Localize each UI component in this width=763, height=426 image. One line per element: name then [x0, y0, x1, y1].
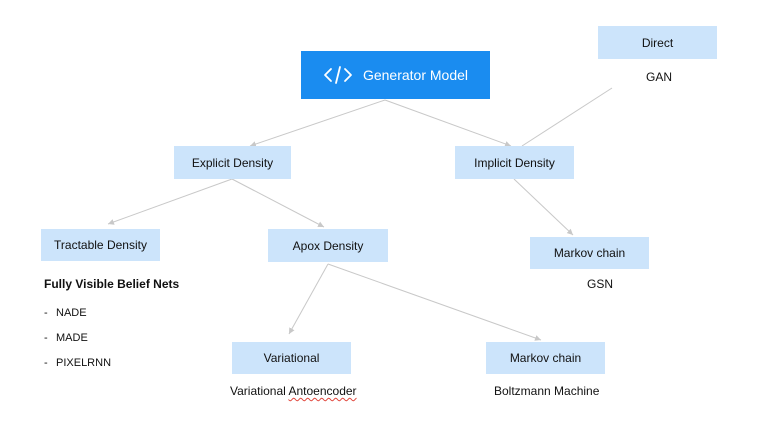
edge-explicit-to-tractable	[107, 178, 233, 225]
edge-root-to-explicit	[249, 99, 386, 147]
edge-explicit-to-apox	[231, 178, 325, 228]
variational-autoencoder-label: Variational Antoencoder	[230, 384, 357, 398]
generator-model-node: Generator Model	[301, 51, 490, 99]
boltzmann-machine-label: Boltzmann Machine	[494, 384, 600, 398]
list-item-text: PIXELRNN	[56, 357, 112, 369]
apox-density-node: Apox Density	[268, 229, 388, 262]
code-icon	[323, 65, 353, 85]
edge-apox-to-markov	[327, 263, 542, 341]
edge-root-to-implicit	[384, 99, 512, 147]
markov-chain-node-top: Markov chain	[530, 237, 649, 269]
list-item-text: NADE	[56, 307, 87, 319]
generator-model-label: Generator Model	[362, 67, 469, 83]
tractable-density-node: Tractable Density	[41, 229, 160, 261]
list-item: -NADE	[44, 307, 87, 319]
list-item: -MADE	[44, 332, 88, 344]
implicit-density-node: Implicit Density	[455, 146, 574, 179]
markov-chain-node-bottom: Markov chain	[486, 342, 605, 374]
list-marker: -	[44, 307, 48, 319]
list-item: -PIXELRNN	[44, 357, 111, 369]
gsn-label: GSN	[587, 277, 614, 291]
explicit-density-node: Explicit Density	[174, 146, 291, 179]
gan-label: GAN	[646, 70, 673, 84]
variational-node: Variational	[232, 342, 351, 374]
direct-node: Direct	[598, 26, 717, 59]
list-marker: -	[44, 357, 48, 369]
misspelled-word: Antoencoder	[288, 384, 357, 398]
edge-implicit-to-markov	[513, 178, 574, 236]
list-marker: -	[44, 332, 48, 344]
edge-apox-to-variational	[288, 263, 329, 335]
edge-implicit-to-direct	[521, 87, 613, 147]
belief-nets-heading: Fully Visible Belief Nets	[44, 277, 180, 291]
list-item-text: MADE	[56, 332, 88, 344]
